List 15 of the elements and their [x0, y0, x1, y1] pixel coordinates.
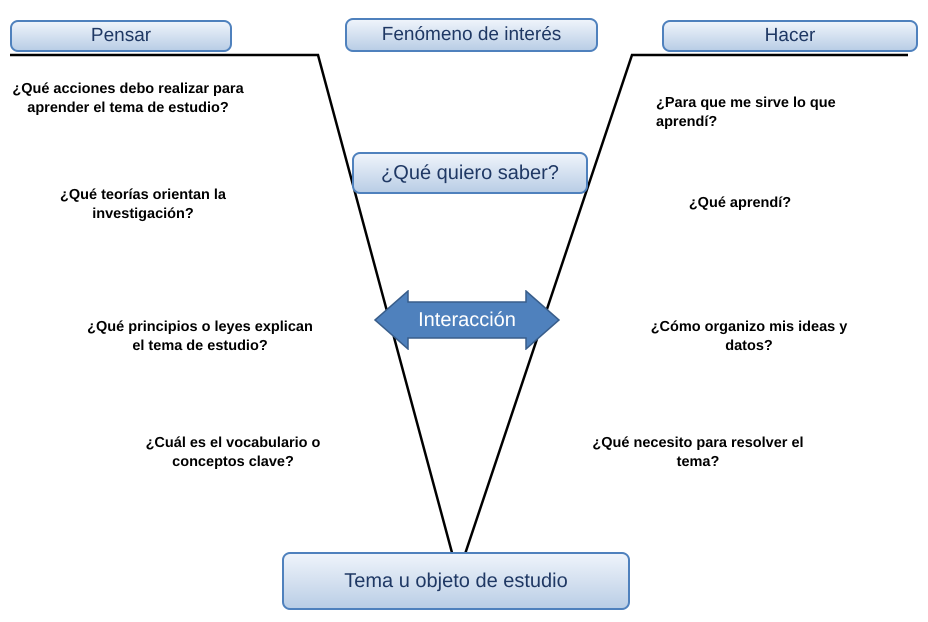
guiding-question: ¿Para que me sirve lo que aprendí?	[656, 94, 837, 132]
guiding-question: ¿Qué aprendí?	[688, 194, 792, 213]
heading-box: Fenómeno de interés	[345, 18, 598, 52]
guiding-question: ¿Qué acciones debo realizar para aprender el tema de estudio?	[11, 80, 245, 118]
guiding-question: ¿Qué teorías orientan la investigación?	[59, 186, 227, 224]
question-box: ¿Qué quiero saber?	[352, 152, 588, 194]
double-arrow	[374, 290, 560, 350]
guiding-question: ¿Cómo organizo mis ideas y datos?	[650, 318, 848, 356]
guiding-question: ¿Qué necesito para resolver el tema?	[591, 434, 805, 472]
heading-box: Hacer	[662, 20, 918, 52]
heading-box: Pensar	[10, 20, 232, 52]
guiding-question: ¿Cuál es el vocabulario o conceptos clave?	[144, 434, 322, 472]
arrow-label: Interacción	[417, 308, 517, 332]
topic-box: Tema u objeto de estudio	[282, 552, 630, 610]
guiding-question: ¿Qué principios o leyes explican el tema de estudio?	[86, 318, 314, 356]
